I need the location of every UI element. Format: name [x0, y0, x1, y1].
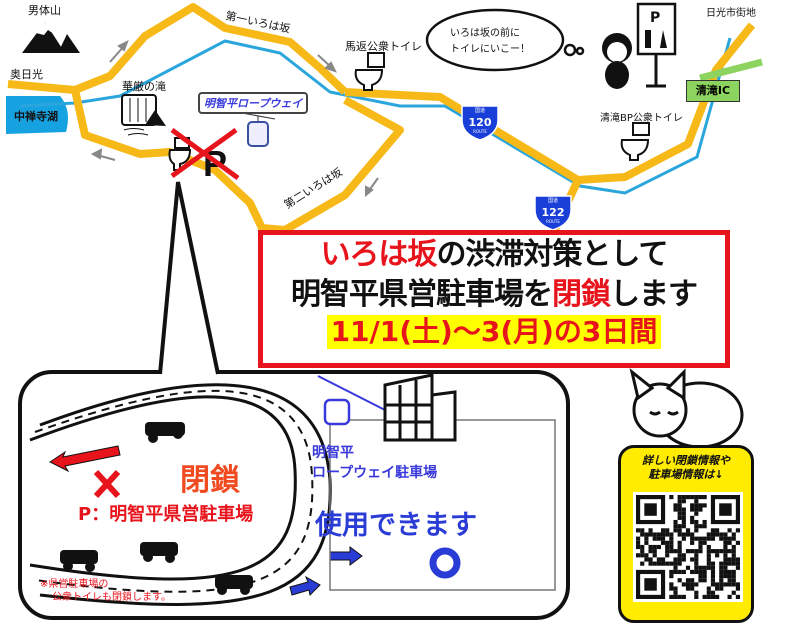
lake-label: 中禅寺湖 — [14, 110, 58, 123]
ropeway-gondola-icon — [317, 375, 386, 426]
thought-bubble — [425, 8, 585, 72]
available-label: 使用できます — [315, 510, 477, 541]
closed-parking-icon: P — [168, 127, 240, 184]
closed-label: 閉鎖 — [180, 463, 240, 498]
ropeway-lot-line-1: 明智平 — [312, 445, 354, 461]
blue-arrow-icons — [289, 546, 363, 597]
svg-text:ROUTE: ROUTE — [546, 219, 560, 224]
notice-line-2-pre: 明智平県営駐車場を — [291, 277, 553, 312]
closed-x-icon — [93, 469, 121, 499]
qr-code-image[interactable] — [633, 492, 743, 602]
notice-line-2-post: します — [610, 277, 698, 312]
umagaeshi-toilet-label: 馬返公衆トイレ — [345, 40, 422, 53]
kiyotaki-ic-label: 清滝IC — [686, 80, 740, 102]
kiyotaki-bp-toilet-label: 清滝BP公衆トイレ — [600, 113, 683, 124]
ic-green-road — [699, 58, 763, 82]
note-line-1: ※県営駐車場の — [40, 579, 109, 590]
car-icons — [60, 422, 253, 595]
notice-dates: 11/1(土)～3(月)の3日間 — [326, 315, 662, 349]
ropeway-label: 明智平ロープウェイ — [198, 92, 309, 114]
thought-line-2: トイレにいこー！ — [450, 44, 530, 55]
oku-nikko-label: 奥日光 — [10, 68, 43, 81]
mountain-label: 男体山 — [28, 4, 61, 17]
svg-text:P: P — [650, 10, 660, 26]
red-arrow-icon — [49, 445, 121, 473]
mountain-icon — [22, 22, 80, 53]
svg-text:国道: 国道 — [475, 107, 485, 114]
toilet-icon-umagaeshi — [354, 52, 385, 91]
qr-card-line-1: 詳しい閉鎖情報や — [642, 454, 730, 467]
nikko-city-label: 日光市街地 — [706, 8, 756, 19]
note-line-2: 公衆トイレも閉鎖します。 — [52, 592, 171, 603]
road-okunikko — [7, 3, 348, 95]
toilet-closed-note: ※県営駐車場の 公衆トイレも閉鎖します。 — [40, 578, 171, 604]
road-inner — [71, 89, 404, 234]
ok-circle-icon — [429, 547, 461, 579]
river — [19, 37, 732, 195]
station-building-icon — [383, 373, 457, 442]
waterfall-label: 華厳の滝 — [122, 80, 166, 93]
route-120-shield: 国道 120 ROUTE — [461, 105, 499, 141]
thought-bubble-text: いろは坂の前に トイレにいこー！ — [450, 26, 530, 58]
waterfall-icon — [121, 94, 166, 136]
svg-text:国道: 国道 — [548, 197, 558, 204]
gondola-icon — [241, 112, 276, 147]
qr-card-line-2: 駐車場情報は↓ — [648, 468, 724, 481]
monkey-icon — [602, 33, 632, 89]
notice-closed: 閉鎖 — [552, 277, 611, 312]
thought-line-1: いろは坂の前に — [450, 28, 520, 39]
closed-lot-label: P：明智平県営駐車場 — [78, 504, 254, 525]
notice-line-1: いろは坂の渋滞対策として — [263, 235, 725, 275]
qr-card-text: 詳しい閉鎖情報や 駐車場情報は↓ — [621, 454, 751, 482]
closure-notice: いろは坂の渋滞対策として 明智平県営駐車場を閉鎖します 11/1(土)～3(月)… — [258, 230, 730, 368]
svg-text:ROUTE: ROUTE — [473, 129, 487, 134]
notice-line-2: 明智平県営駐車場を閉鎖します — [263, 275, 725, 315]
route-122-shield: 国道 122 ROUTE — [534, 195, 572, 231]
ropeway-lot-label: 明智平 ロープウェイ駐車場 — [312, 443, 437, 483]
toilet-icon-kiyotaki — [620, 122, 650, 161]
svg-text:120: 120 — [469, 116, 492, 129]
notice-irohazaka: いろは坂 — [320, 237, 437, 272]
notice-line-1-rest: の渋滞対策として — [436, 237, 668, 272]
parking-toilet-sign: P — [636, 2, 677, 88]
sleeping-cat-icon — [629, 368, 744, 449]
svg-text:122: 122 — [542, 206, 565, 219]
ropeway-lot-line-2: ロープウェイ駐車場 — [312, 465, 438, 481]
